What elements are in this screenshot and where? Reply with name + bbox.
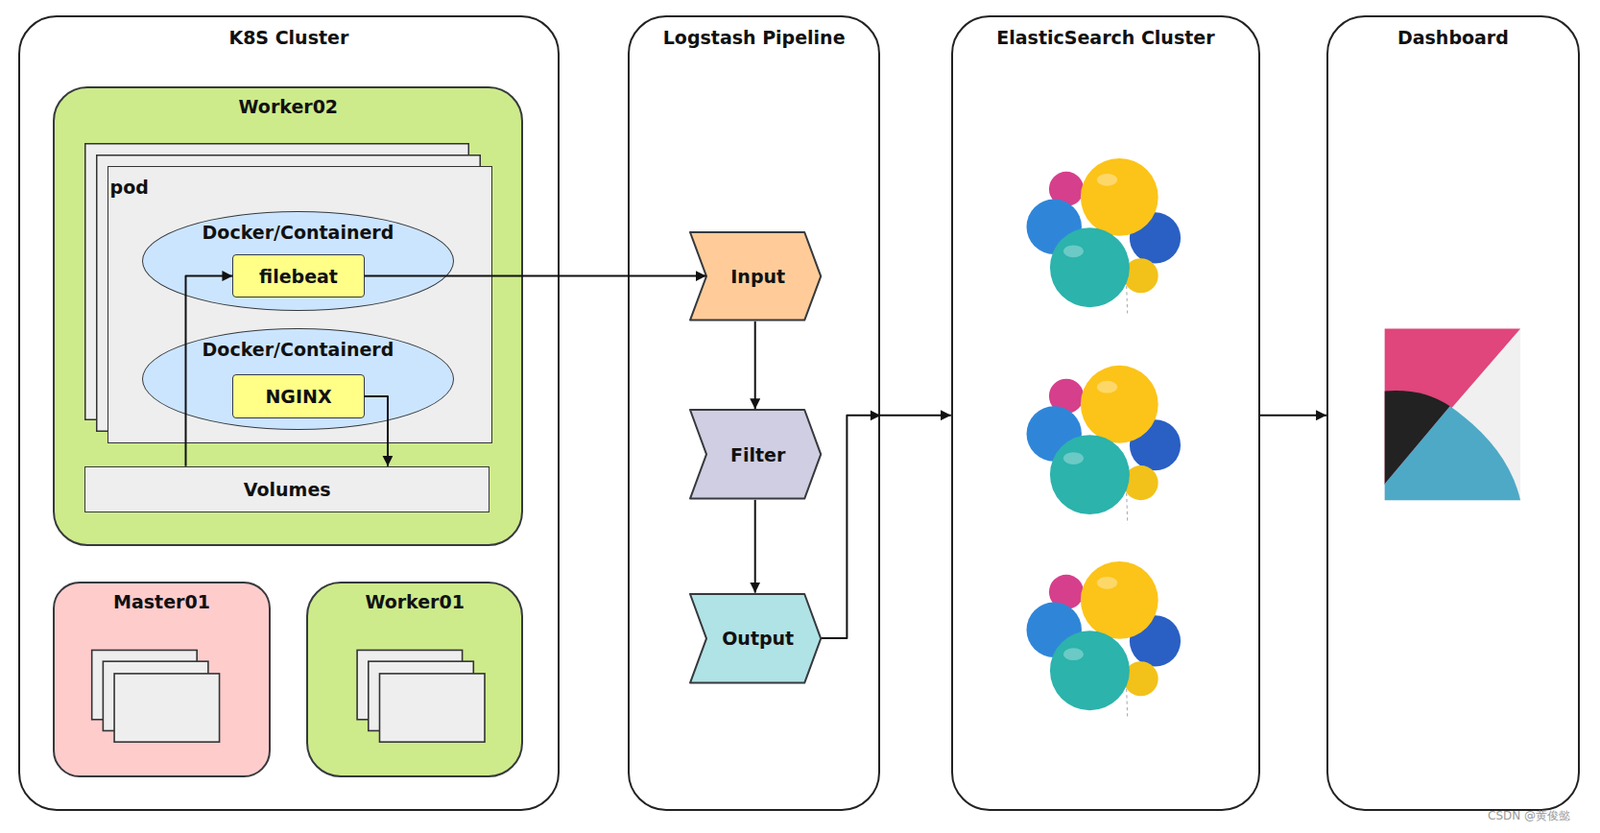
pipeline-stage: Input	[689, 231, 822, 322]
node-label: Filter	[689, 408, 822, 501]
balloon-icon	[1026, 365, 1182, 525]
chevron-outline	[690, 232, 821, 321]
node-title: K8S Cluster	[20, 26, 557, 48]
flow-arrow	[754, 500, 757, 594]
logo-pink	[1385, 329, 1521, 486]
pipeline-stage: Output	[689, 593, 822, 685]
cluster-box: ElasticSearch Cluster	[951, 15, 1261, 812]
arrow-head	[870, 410, 882, 422]
process-box: filebeat	[232, 254, 364, 299]
balloon-icon	[1026, 561, 1182, 720]
container-box	[357, 649, 463, 719]
node-title: Logstash Pipeline	[629, 26, 880, 48]
worker-node-box: Worker02podDocker/ContainerdfilebeatDock…	[52, 86, 524, 546]
node-title: Master01	[54, 591, 268, 613]
container-box	[368, 661, 475, 731]
node-label: Volumes	[85, 467, 489, 512]
container-box	[102, 661, 209, 731]
flow-arrow	[1260, 414, 1327, 417]
node-label: Input	[689, 231, 822, 322]
container-box	[114, 673, 220, 742]
node-label: Output	[689, 593, 822, 685]
container-box	[379, 673, 485, 742]
node-title: Docker/Containerd	[143, 221, 453, 243]
process-box: NGINX	[232, 374, 364, 419]
cluster-box: K8S ClusterWorker02 podDocker/Containerd f…	[18, 15, 559, 812]
container-box	[92, 649, 198, 719]
volume-box: Volumes	[84, 466, 490, 513]
master-node-box: Master01	[52, 581, 270, 778]
chevron-outline	[690, 409, 821, 500]
node-label: filebeat	[233, 255, 363, 298]
node-title: pod	[110, 176, 149, 198]
container-runtime-ellipse: Docker/ContainerdNGINX	[142, 328, 454, 430]
logo-background	[1385, 329, 1521, 502]
logo-black	[1385, 390, 1451, 484]
node-title: Worker02	[54, 95, 522, 118]
node-title: ElasticSearch Cluster	[953, 26, 1259, 48]
flow-arrow	[185, 276, 233, 467]
kibana-logo	[1385, 329, 1521, 502]
flow-arrow	[821, 415, 952, 639]
flow-arrow	[754, 321, 757, 409]
pipeline-stage: Filter	[689, 408, 822, 501]
node-label: NGINX	[233, 375, 363, 418]
balloon-icon	[1026, 158, 1182, 317]
node-title: Docker/Containerd	[143, 338, 453, 360]
pod-box: podDocker/ContainerdfilebeatDocker/Conta…	[107, 166, 494, 444]
chevron-outline	[690, 594, 821, 684]
container-stack	[357, 649, 485, 742]
flow-arrow	[364, 275, 707, 278]
container-runtime-ellipse: Docker/Containerd filebeat	[142, 211, 454, 311]
cluster-box: Logstash PipelineInputFilterOutput	[627, 15, 882, 812]
node-title: Worker01	[308, 591, 522, 613]
node-title: Dashboard	[1328, 26, 1578, 48]
container-stack	[92, 649, 220, 742]
cluster-box: Dashboard	[1326, 15, 1580, 812]
worker-node-box: Worker01	[306, 581, 524, 778]
watermark: CSDN @黄俊懿	[1487, 808, 1571, 825]
logo-teal	[1385, 405, 1521, 501]
flow-arrow	[364, 396, 388, 467]
